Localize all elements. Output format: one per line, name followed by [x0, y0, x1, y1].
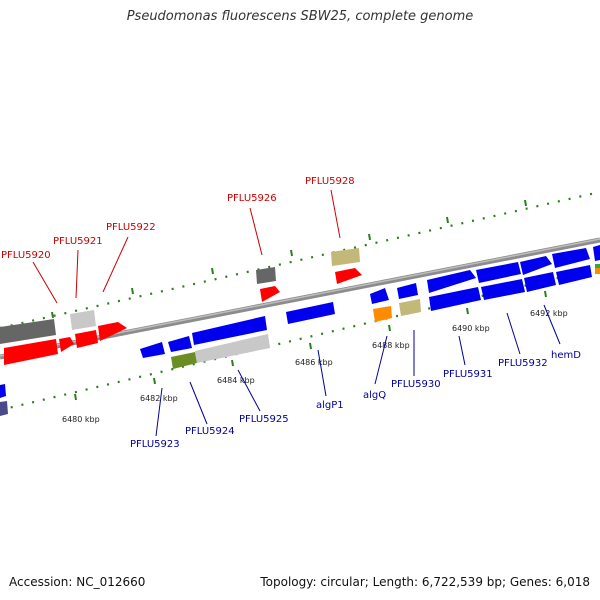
gene-label: PFLU5922: [106, 222, 156, 233]
gene-feature: [260, 286, 280, 302]
gene-feature: [0, 401, 8, 416]
gene-label: PFLU5923: [130, 439, 180, 450]
gene-feature: [335, 268, 362, 284]
gene-feature: [595, 264, 600, 268]
gene-label: PFLU5932: [498, 358, 548, 369]
gene-feature: [373, 306, 392, 322]
gene-feature: [75, 330, 98, 348]
gene-feature: [168, 336, 192, 352]
scale-label: 6484 kbp: [217, 376, 255, 385]
top-strand-features: [0, 248, 362, 365]
gene-feature: [593, 245, 600, 261]
gene-feature: [256, 267, 276, 284]
gene-feature: [520, 256, 552, 275]
gene-label: algQ: [363, 390, 386, 401]
major-ticks: [51, 199, 547, 401]
gene-feature: [331, 248, 360, 266]
scale-label: 6482 kbp: [140, 394, 178, 403]
gene-feature: [370, 288, 389, 304]
gene-feature: [171, 352, 197, 369]
gene-feature: [427, 270, 476, 293]
lower-dotted-line: [0, 266, 600, 412]
accession-text: Accession: NC_012660: [9, 575, 146, 589]
map-title: Pseudomonas fluorescens SBW25, complete …: [126, 9, 474, 24]
gene-feature: [552, 248, 590, 268]
gene-feature: [399, 299, 421, 316]
scale-label: 6490 kbp: [452, 324, 490, 333]
gene-feature: [192, 316, 267, 345]
gene-feature: [476, 262, 521, 283]
scale-label: 6486 kbp: [295, 358, 333, 367]
gene-feature: [0, 384, 6, 398]
scale-label: 6480 kbp: [62, 415, 100, 424]
gene-feature: [286, 302, 335, 324]
gene-feature: [98, 322, 127, 341]
gene-label: hemD: [551, 350, 581, 361]
gene-feature: [195, 334, 270, 363]
genome-stats-text: Topology: circular; Length: 6,722,539 bp…: [260, 575, 590, 589]
gene-feature: [0, 319, 56, 344]
gene-feature: [556, 265, 592, 285]
scale-label: 6492 kbp: [530, 309, 568, 318]
scale-label: 6488 kbp: [372, 341, 410, 350]
gene-label: PFLU5920: [1, 250, 51, 261]
leader-lines-top: [32, 189, 341, 304]
bottom-strand-features: [0, 245, 600, 416]
gene-feature: [140, 342, 165, 358]
gene-labels-bottom: PFLU5923 PFLU5924 PFLU5925 algP1 algQ PF…: [130, 350, 581, 450]
gene-feature: [70, 310, 96, 330]
gene-label: PFLU5931: [443, 369, 493, 380]
gene-labels-top: PFLU5920 PFLU5921 PFLU5922 PFLU5926 PFLU…: [1, 176, 355, 261]
gene-feature: [481, 279, 525, 300]
gene-label: PFLU5921: [53, 236, 103, 247]
gene-feature: [595, 268, 600, 274]
gene-label: PFLU5925: [239, 414, 289, 425]
gene-label: PFLU5928: [305, 176, 355, 187]
gene-label: PFLU5926: [227, 193, 277, 204]
scale-labels: 6480 kbp 6482 kbp 6484 kbp 6486 kbp 6488…: [62, 309, 568, 424]
gene-feature: [59, 337, 74, 352]
gene-label: PFLU5924: [185, 426, 235, 437]
gene-label: PFLU5930: [391, 379, 441, 390]
gene-feature: [429, 287, 481, 311]
leader-lines-bottom: [155, 304, 561, 437]
gene-label: algP1: [316, 400, 344, 411]
gene-feature: [397, 283, 418, 299]
gene-feature: [524, 272, 556, 292]
gene-feature: [4, 339, 58, 365]
